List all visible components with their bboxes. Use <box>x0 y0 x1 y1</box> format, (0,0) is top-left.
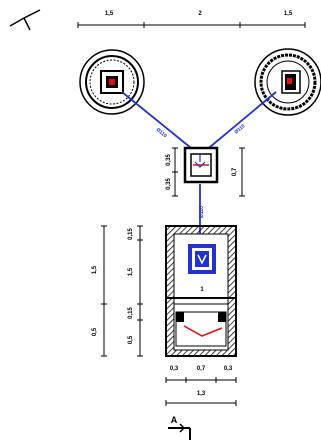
left-filter-well <box>79 49 145 115</box>
pipe-label-vertical: Ø110 <box>199 206 205 218</box>
left-dim-inner-top: 0,15 <box>128 228 134 240</box>
left-dim-inner-middle: 1,5 <box>128 267 134 276</box>
top-dimension-line <box>77 22 306 28</box>
left-dim-outer-bottom: 0,5 <box>92 327 98 336</box>
valve-dim-left-bottom: 0,35 <box>166 178 172 190</box>
left-dim-chains <box>101 225 143 357</box>
bottom-dim-lines <box>165 377 237 406</box>
distribution-chamber <box>183 146 219 184</box>
left-dim-outer-top: 1,5 <box>92 265 98 274</box>
top-dim-left: 1,5 <box>105 11 114 17</box>
section-arrow-top <box>9 9 41 31</box>
left-dim-inner-bottom: 0,5 <box>128 335 134 344</box>
pipe-label-left: Ø110 <box>155 127 168 139</box>
left-dim-inner-lower: 0,15 <box>128 307 134 319</box>
bottom-dim-right: 0,3 <box>224 366 233 372</box>
section-marker-label: A <box>171 415 178 425</box>
top-dim-right: 1,5 <box>284 11 293 17</box>
section-marker-bottom <box>168 423 191 440</box>
valve-dim-right: 0,7 <box>232 167 238 176</box>
valve-dim-lines <box>172 147 245 197</box>
bottom-dim-total: 1,3 <box>197 391 206 397</box>
tank-chamber-label: 1 <box>200 287 204 293</box>
valve-dim-left-top: 0,35 <box>166 154 172 166</box>
bottom-dim-left: 0,3 <box>170 366 179 372</box>
bottom-dim-center: 0,7 <box>197 366 206 372</box>
septic-tank <box>165 225 237 357</box>
top-dim-center: 2 <box>198 11 202 17</box>
right-filter-well <box>254 48 321 116</box>
